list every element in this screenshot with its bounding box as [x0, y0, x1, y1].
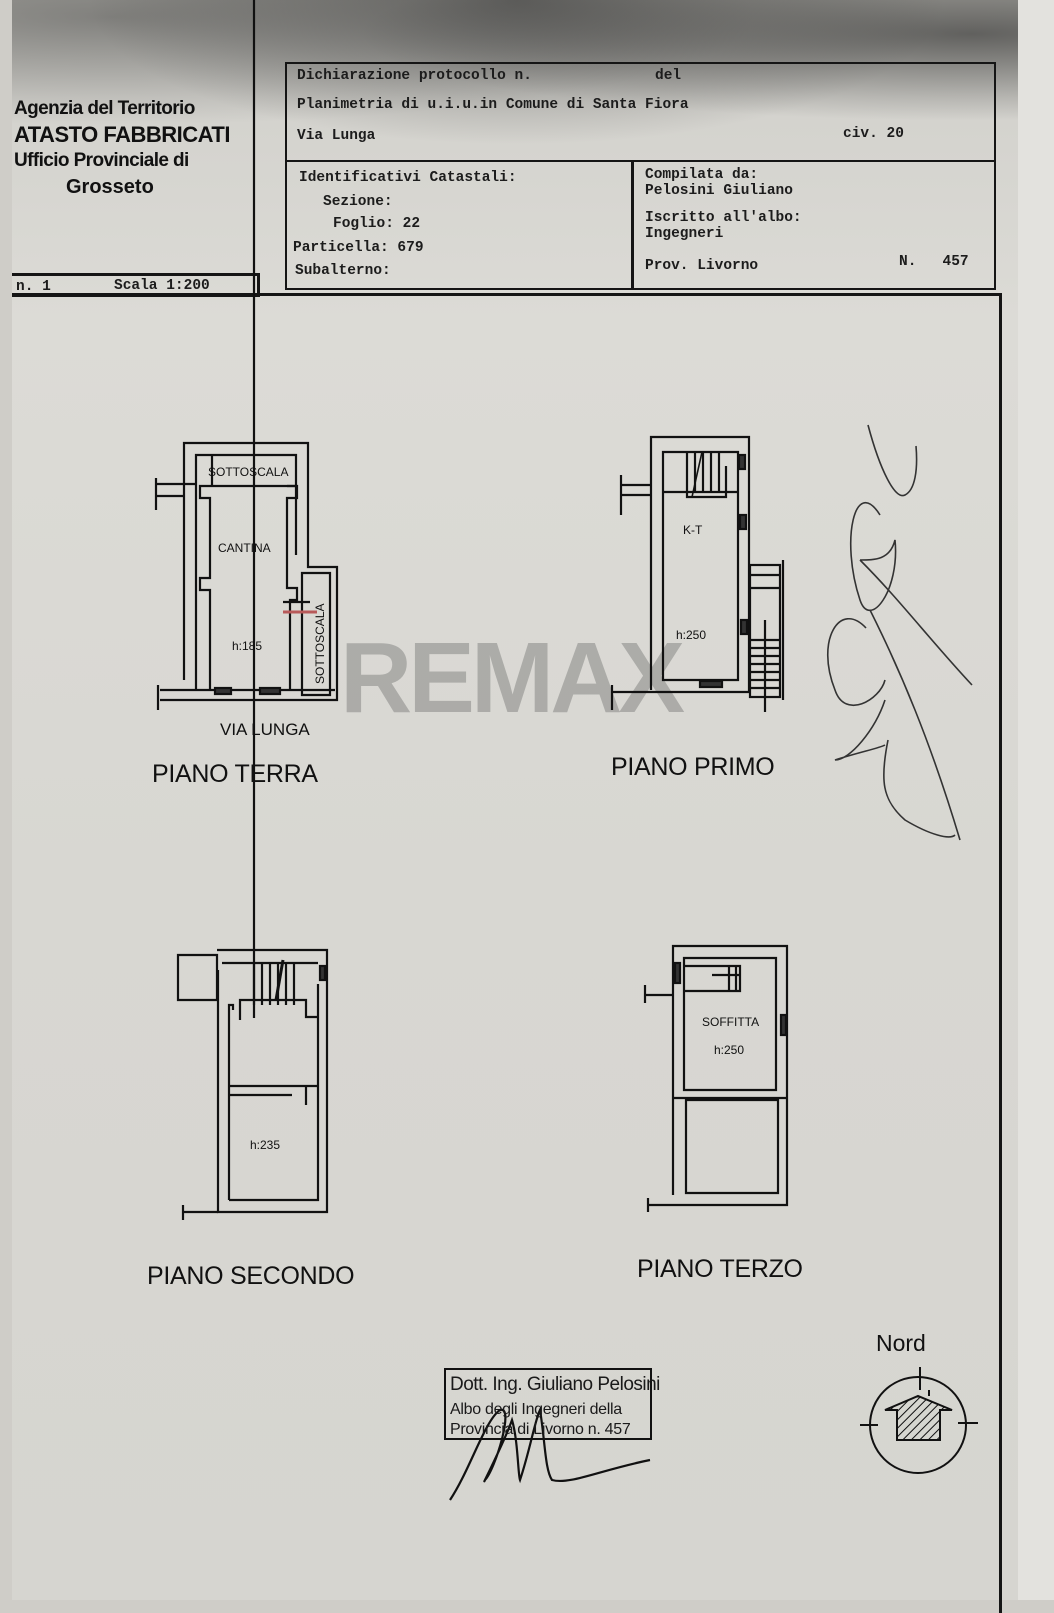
document-page — [12, 0, 1022, 1600]
declaration-date-label: del — [655, 68, 682, 84]
room-label-sottoscala-2: SOTTOSCALA — [313, 603, 327, 684]
floor-plan-piano-secondo — [176, 0, 329, 1220]
agency-block: Agenzia del Territorio ATASTO FABBRICATI… — [14, 98, 274, 199]
ceiling-height-terzo: h:250 — [714, 1043, 745, 1057]
subalterno-field: Subalterno: — [295, 263, 391, 279]
stamp-register: Albo degli Ingegneri della — [450, 1401, 622, 1418]
identifiers-box: Identificativi Catastali: Sezione: Fogli… — [285, 162, 996, 290]
ceiling-height-terra: h:185 — [232, 639, 263, 653]
register-value: Ingegneri — [645, 226, 724, 242]
street-label-via-lunga: VIA LUNGA — [220, 720, 310, 739]
catasto-title: ATASTO FABBRICATI — [14, 122, 230, 147]
stamp-engineer-name: Dott. Ing. Giuliano Pelosini — [450, 1374, 660, 1395]
particella-field: Particella: 679 — [293, 240, 424, 256]
remax-watermark: REMAX — [340, 622, 685, 734]
register-number: N. 457 — [899, 254, 969, 270]
column-divider — [631, 162, 634, 290]
floor-title-piano-secondo: PIANO SECONDO — [147, 1262, 355, 1290]
office-city: Grosseto — [66, 176, 154, 198]
agency-name: Agenzia del Territorio — [14, 98, 195, 119]
civic-number: civ. 20 — [843, 126, 904, 142]
page-edge — [1018, 0, 1054, 1600]
identifiers-title: Identificativi Catastali: — [299, 170, 517, 186]
floor-plan-piano-terra — [154, 441, 339, 710]
scale-value: Scala 1:200 — [114, 278, 210, 294]
register-label: Iscritto all'albo: — [645, 210, 802, 226]
stamp-signature — [449, 1406, 651, 1501]
ceiling-height-secondo: h:235 — [250, 1138, 281, 1152]
room-label-cantina: CANTINA — [218, 541, 271, 555]
declaration-label: Dichiarazione protocollo n. — [297, 68, 532, 84]
compiler-province: Prov. Livorno — [645, 258, 759, 274]
office-label: Ufficio Provinciale di — [14, 150, 189, 171]
planimetry-title: Planimetria di u.i.u.in Comune di Santa … — [297, 97, 689, 113]
floor-title-piano-terra: PIANO TERRA — [152, 760, 318, 788]
room-label-kitchen: K-T — [683, 523, 703, 537]
ceiling-height-primo: h:250 — [676, 628, 707, 642]
sheet-number: n. 1 — [16, 279, 51, 295]
stamp-province-number: Provincia di Livorno n. 457 — [450, 1421, 631, 1438]
room-label-sottoscala: SOTTOSCALA — [208, 465, 289, 479]
floor-plan-piano-primo — [610, 435, 785, 712]
north-compass-icon — [860, 1367, 978, 1474]
handwritten-signature — [826, 424, 973, 841]
floor-title-piano-primo: PIANO PRIMO — [611, 753, 775, 781]
floor-plan-piano-terzo — [643, 944, 789, 1212]
sezione-field: Sezione: — [323, 194, 393, 210]
drawing-frame — [12, 293, 1002, 1613]
street-address: Via Lunga — [297, 128, 376, 144]
north-label: Nord — [876, 1330, 926, 1356]
declaration-box: Dichiarazione protocollo n. del Planimet… — [285, 62, 996, 162]
engineer-stamp: Dott. Ing. Giuliano Pelosini Albo degli … — [444, 1368, 660, 1440]
compiler-name: Pelosini Giuliano — [645, 183, 793, 199]
floor-title-piano-terzo: PIANO TERZO — [637, 1255, 803, 1283]
compiler-label: Compilata da: — [645, 167, 759, 183]
foglio-field: Foglio: 22 — [333, 216, 421, 232]
room-label-soffitta: SOFFITTA — [702, 1015, 760, 1029]
